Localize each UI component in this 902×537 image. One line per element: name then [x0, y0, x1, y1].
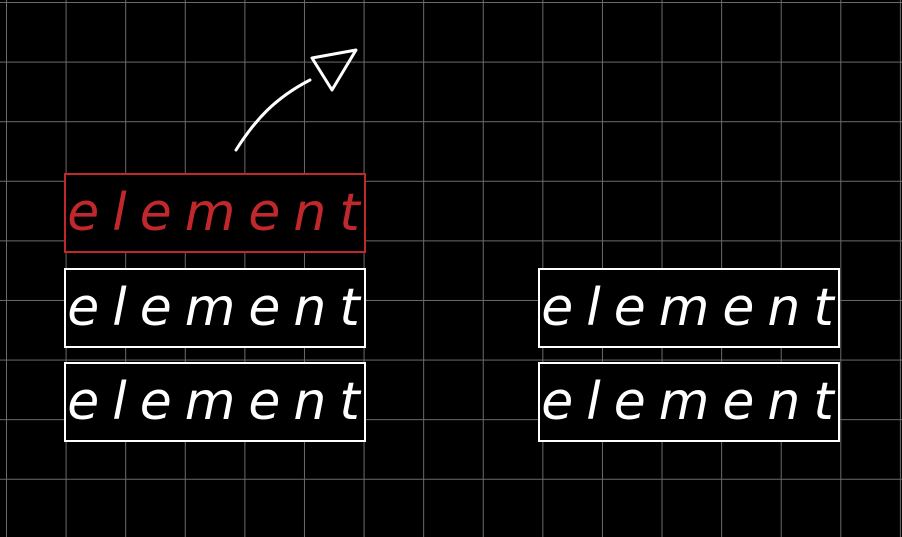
element-box-left-1-highlighted: element — [64, 173, 366, 253]
element-box-left-3: element — [64, 362, 366, 442]
arrow-shaft — [234, 78, 312, 152]
arrow-head — [310, 48, 358, 92]
element-box-right-2: element — [538, 362, 840, 442]
element-box-right-1: element — [538, 268, 840, 348]
element-box-left-2: element — [64, 268, 366, 348]
